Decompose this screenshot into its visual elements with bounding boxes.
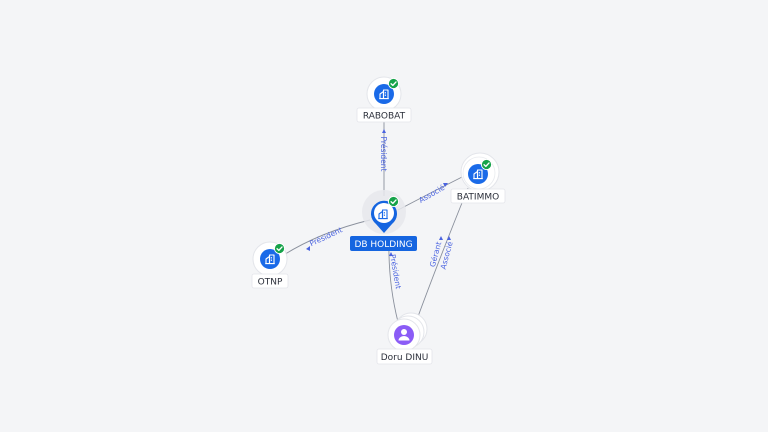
- arrow-db-holding-from-doru: [389, 252, 393, 256]
- node-label-bg: [350, 236, 417, 251]
- edge-doru-batimmo[interactable]: [415, 187, 469, 323]
- arrow-batimmo-from-doru-2: [447, 236, 451, 240]
- arrow-batimmo-from-doru-1: [439, 236, 443, 240]
- node-label-bg: [450, 188, 506, 204]
- node-label: BATIMMO: [457, 193, 499, 203]
- node-label-bg: [356, 107, 412, 123]
- node-label: Doru DINU: [381, 353, 429, 363]
- arrow-batimmo: [443, 183, 448, 187]
- verified-check-icon: [388, 78, 399, 89]
- node-doru-dinu[interactable]: Doru DINU: [376, 312, 433, 365]
- edge-arrows: [306, 129, 451, 256]
- verified-check-icon: [274, 243, 285, 254]
- node-label-bg: [251, 273, 289, 289]
- node-label: RABOBAT: [363, 112, 406, 122]
- node-label: OTNP: [258, 278, 283, 288]
- edge-db-holding-otnp[interactable]: [281, 219, 371, 257]
- arrow-otnp: [306, 246, 310, 251]
- edge-label-db-rabobat: Président: [379, 137, 388, 172]
- node-batimmo[interactable]: BATIMMO: [450, 152, 506, 204]
- verified-check-icon: [388, 196, 399, 207]
- node-rabobat[interactable]: RABOBAT: [356, 76, 412, 123]
- node-otnp[interactable]: OTNP: [251, 241, 289, 289]
- person-icon: [398, 329, 410, 341]
- edge-label-db-otnp: Président: [308, 225, 344, 248]
- node-db-holding[interactable]: DB HOLDING: [350, 190, 417, 251]
- company-icon: [378, 209, 388, 220]
- node-label: DB HOLDING: [354, 240, 412, 250]
- arrow-rabobat: [382, 129, 386, 133]
- node-label-bg: [376, 348, 433, 365]
- verified-check-icon: [481, 159, 492, 170]
- edge-label-db-batimmo: Associé: [417, 183, 446, 205]
